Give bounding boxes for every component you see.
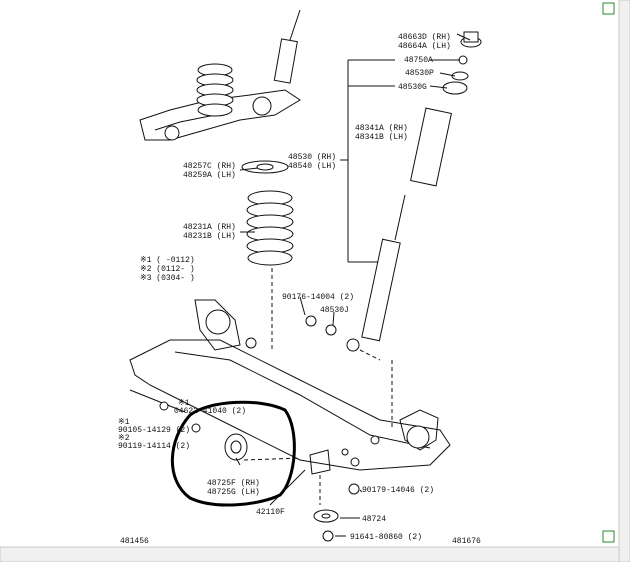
label-481676: 481676 [452, 537, 481, 546]
label-48540-lh: 48540 (LH) [288, 162, 336, 171]
label-48750a: 48750A [404, 56, 433, 65]
label-48663d: 48663D (RH) [398, 33, 451, 42]
label-90179: 90179-14046 (2) [362, 486, 434, 495]
part-labels: 48663D (RH) 48664A (LH) 48750A 48530P 48… [118, 33, 481, 546]
label-48530j: 48530J [320, 306, 349, 315]
label-91641: 91641-80860 (2) [350, 533, 422, 542]
scroll-corner-marker-bottom [602, 530, 615, 543]
scrollbar-bottom[interactable] [0, 546, 620, 562]
label-48231b: 48231B (LH) [183, 232, 236, 241]
label-90176: 90176-14004 (2) [282, 293, 354, 302]
label-481456: 481456 [120, 537, 149, 546]
label-90105: 90105-14129 (2) [118, 426, 190, 435]
leader-lines [235, 33, 471, 537]
label-04622: 04622-41040 (2) [174, 407, 246, 416]
label-48257c: 48257C (RH) [183, 162, 236, 171]
highlight-circle [170, 400, 296, 507]
label-48341a: 48341A (RH) [355, 124, 408, 133]
label-48725g: 48725G (LH) [207, 488, 260, 497]
mark-n1b: ※1 [178, 399, 190, 408]
label-48341b: 48341B (LH) [355, 133, 408, 142]
scroll-corner-marker [602, 2, 615, 15]
label-42110f: 42110F [256, 508, 285, 517]
mark-n1: ※1 [118, 418, 130, 427]
label-48724: 48724 [362, 515, 386, 524]
coil-spring [241, 160, 294, 266]
axle-beam [129, 299, 451, 475]
bushing-and-bolts [129, 389, 360, 542]
note-2: ※2 (0112- ) [140, 265, 195, 274]
upper-spring-assembly [139, 9, 301, 141]
label-48530p: 48530P [405, 69, 434, 78]
label-48530g: 48530G [398, 83, 427, 92]
label-48231a: 48231A (RH) [183, 223, 236, 232]
label-90119: 90119-14114 (2) [118, 442, 190, 451]
label-48664a: 48664A (LH) [398, 42, 451, 51]
label-48725f: 48725F (RH) [207, 479, 260, 488]
label-48530-rh: 48530 (RH) [288, 153, 336, 162]
scrollbar-track[interactable] [618, 0, 630, 562]
dashed-guides [243, 268, 393, 505]
note-1: ※1 ( -0112) [140, 256, 195, 265]
label-48259a: 48259A (LH) [183, 171, 236, 180]
note-3: ※3 (0304- ) [140, 274, 195, 283]
mark-n2: ※2 [118, 434, 130, 443]
